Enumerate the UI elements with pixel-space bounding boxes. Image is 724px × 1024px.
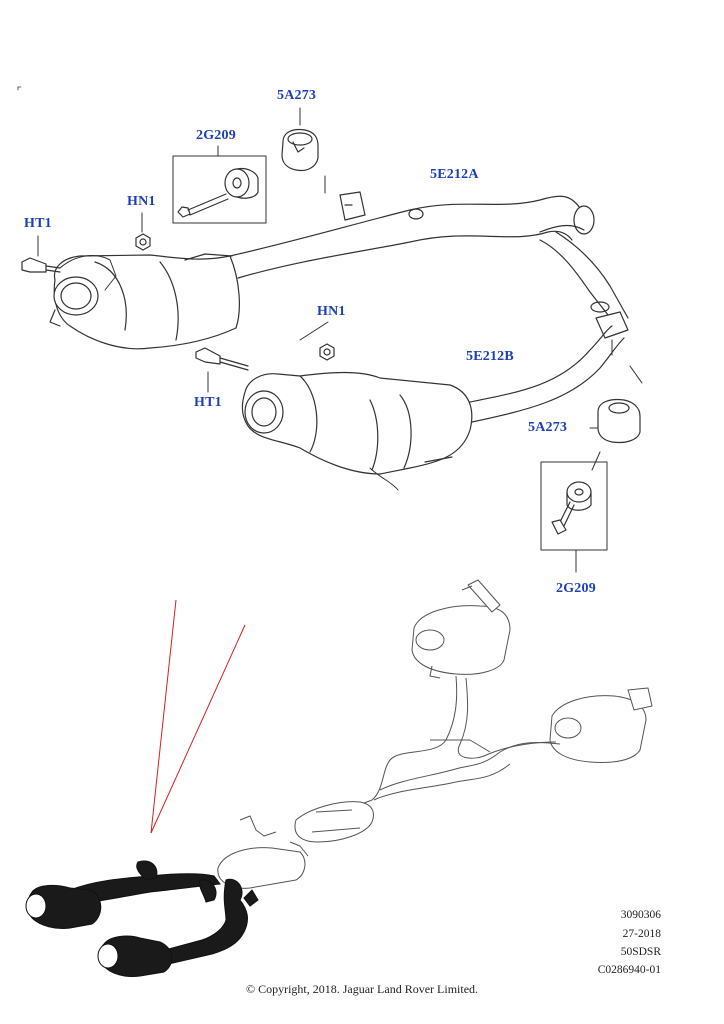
- callout-hn1-mid[interactable]: HN1: [317, 304, 346, 319]
- callout-2g209-bottom[interactable]: 2G209: [556, 581, 596, 596]
- callout-5e212b[interactable]: 5E212B: [466, 349, 514, 364]
- indicator-line-2: [150, 624, 246, 834]
- indicator-line-1: [150, 599, 177, 834]
- callout-5a273-top[interactable]: 5A273: [277, 88, 317, 103]
- isolator-5a273-top: [281, 107, 326, 194]
- mount-2g209-bottom-group: [540, 451, 608, 573]
- callout-ht1-mid[interactable]: HT1: [194, 395, 222, 410]
- full-exhaust-system: [150, 579, 653, 889]
- callout-5e212a[interactable]: 5E212A: [430, 167, 479, 182]
- ref-code-1: 3090306: [620, 909, 661, 921]
- corner-mark: [17, 86, 22, 91]
- callout-5a273-right[interactable]: 5A273: [528, 420, 568, 435]
- bracket-box-bottom: [540, 461, 608, 551]
- callout-2g209-top[interactable]: 2G209: [196, 128, 236, 143]
- highlighted-front-pipes: [25, 860, 259, 977]
- stud-ht1-left: [21, 235, 61, 273]
- ref-code-4: C0286940-01: [597, 964, 661, 976]
- bracket-box-top: [172, 155, 267, 224]
- isolator-5a273-right: [589, 398, 641, 444]
- callout-hn1-left[interactable]: HN1: [127, 194, 156, 209]
- ref-code-3: 50SDSR: [620, 946, 661, 958]
- front-exhaust-assembly: [49, 191, 643, 491]
- nut-hn1-left: [135, 212, 151, 251]
- nut-hn1-mid: [299, 321, 335, 361]
- callout-ht1-left[interactable]: HT1: [24, 216, 52, 231]
- ref-code-2: 27-2018: [622, 928, 661, 940]
- stud-ht1-mid: [195, 347, 249, 393]
- mount-2g209-top-group: [172, 145, 267, 224]
- copyright-notice: © Copyright, 2018. Jaguar Land Rover Lim…: [245, 982, 479, 996]
